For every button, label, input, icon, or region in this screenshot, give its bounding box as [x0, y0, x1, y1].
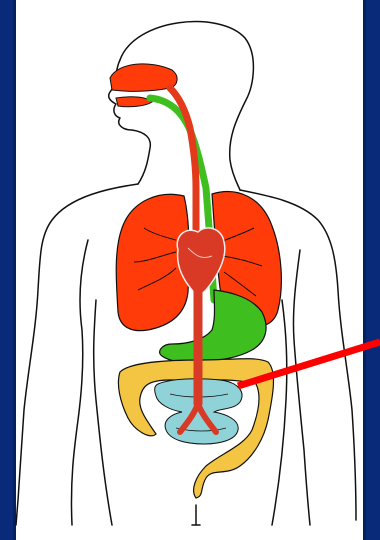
- slide-frame: [0, 0, 380, 540]
- anatomy-diagram: [0, 0, 380, 540]
